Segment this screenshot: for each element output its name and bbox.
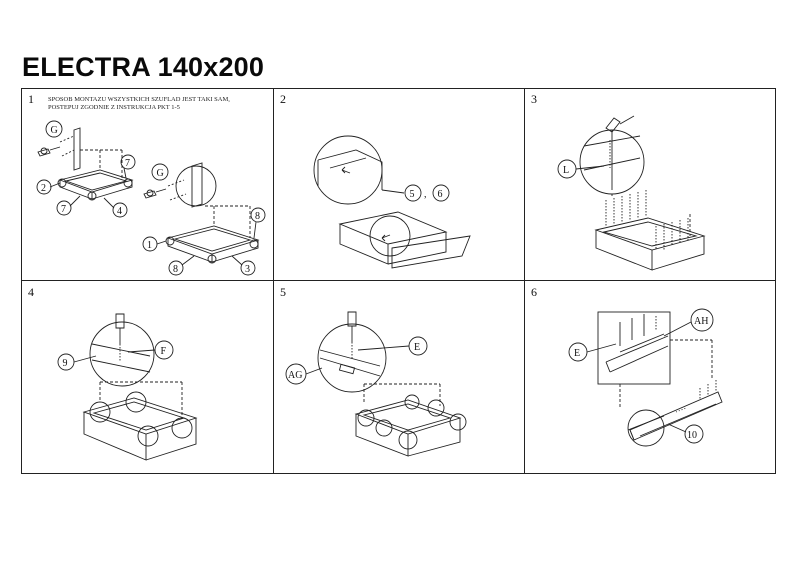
part-label-8b: 8 (173, 264, 178, 275)
bolt-icon (37, 146, 61, 157)
instruction-grid (21, 88, 776, 474)
part-label-G2: G (157, 168, 164, 179)
part-label-L: L (563, 165, 569, 176)
part-label-2: 2 (41, 183, 46, 194)
screw-icon (619, 314, 645, 346)
step-number-4: 4 (28, 285, 34, 299)
staple-markers (605, 190, 689, 250)
part-label-G: G (51, 125, 58, 136)
screwdriver-icon (347, 311, 357, 360)
label-separator: , (424, 189, 427, 200)
step-number-6: 6 (531, 285, 537, 299)
bolt-icon (143, 188, 167, 199)
assembly-note: SPOSOB MONTAZU WSZYSTKICH SZUFLAD JEST T… (48, 96, 230, 112)
panel-3-drawing: L (557, 115, 706, 271)
callout-circle (45, 120, 63, 138)
part-label-5: 5 (410, 189, 415, 200)
arrow-icon (381, 234, 391, 242)
part-label-E: E (414, 342, 420, 353)
part-label-AH: AH (694, 316, 708, 327)
part-label-7: 7 (125, 158, 130, 169)
step-number-3: 3 (531, 92, 537, 106)
hammer-icon (605, 115, 635, 133)
note-line: SPOSOB MONTAZU WSZYSTKICH SZUFLAD JEST T… (48, 96, 230, 103)
step-number-1: 1 (28, 92, 34, 106)
step-number-5: 5 (280, 285, 286, 299)
part-label-AG: AG (288, 370, 302, 381)
part-label-6: 6 (438, 189, 443, 200)
step-number-2: 2 (280, 92, 286, 106)
part-label-3: 3 (245, 264, 250, 275)
page-title: ELECTRA 140x200 (22, 52, 265, 82)
note-line: POSTEPUJ ZGODNIE Z INSTRUKCJA PKT 1-5 (48, 104, 180, 111)
part-label-E6: E (574, 348, 580, 359)
grid-divider (524, 89, 525, 473)
part-label-F: F (161, 346, 167, 357)
arrow-icon (341, 166, 351, 174)
screwdriver-icon (115, 313, 125, 362)
panel-4-drawing: 9 F (57, 313, 198, 461)
callout-circle (151, 163, 169, 181)
part-label-4: 4 (117, 206, 122, 217)
panel-6-drawing: AH E 10 (568, 308, 723, 447)
grid-divider (273, 89, 274, 473)
panel-1-drawing: G 7 2 7 4 G (36, 120, 266, 276)
part-label-10: 10 (687, 430, 697, 441)
part-label-1: 1 (147, 240, 152, 251)
grid-divider (22, 280, 775, 281)
panel-2-drawing: 5 , 6 (313, 135, 471, 269)
part-label-7b: 7 (61, 204, 66, 215)
part-label-9: 9 (63, 358, 68, 369)
panel-5-drawing: E AG (285, 311, 467, 457)
part-label-8: 8 (255, 211, 260, 222)
